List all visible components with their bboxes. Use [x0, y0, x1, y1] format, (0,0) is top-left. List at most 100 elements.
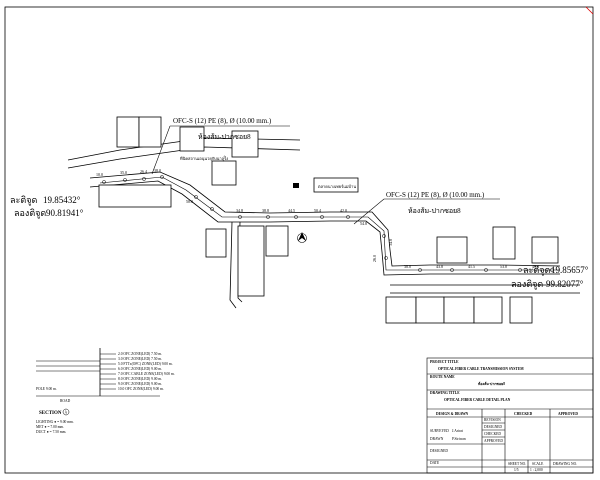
- segment-label: 41.5: [468, 264, 475, 269]
- place-label-building: ตลาดนางเทยร์แม่บ้าน: [318, 184, 356, 189]
- pole: [382, 234, 386, 238]
- pole: [518, 268, 522, 272]
- building: [211, 160, 237, 186]
- building: [313, 177, 359, 193]
- segment-label: 53.0: [500, 264, 507, 269]
- roads: [67, 137, 580, 309]
- tb-route-name: ห้องส้ม-ปากซอย8: [478, 381, 505, 386]
- tb-rev-label: CHECKED: [484, 432, 501, 436]
- pole: [238, 215, 242, 219]
- building: [265, 225, 289, 257]
- building: [492, 226, 516, 260]
- building: [237, 225, 265, 297]
- tb-route-name-label: ROUTE NAME: [430, 375, 455, 379]
- pole: [320, 215, 324, 219]
- pole: [484, 268, 488, 272]
- section-mid-label: POLE 9.00 m.: [36, 387, 57, 391]
- section-marker-circle: [62, 408, 70, 416]
- building: [179, 126, 205, 152]
- pole: [160, 175, 164, 179]
- poles: [102, 175, 554, 272]
- tb-sheet-label: SHEET NO.: [508, 462, 526, 466]
- place-label-upper-road: ทีนิคสถานเอนุนวยุกับนาลูร์ิง: [180, 155, 229, 162]
- building: [473, 296, 503, 324]
- cable-route: [99, 176, 560, 271]
- tb-surveyed-value: J.Arirat: [452, 429, 463, 433]
- road-side-edge-a: [229, 221, 237, 309]
- section-callout: 2.0 OFC ZONE(LED) 7.50 m.: [118, 352, 162, 356]
- tb-project-title: OPTICAL FIBER CABLE TRANSMISSION SYSTEM: [438, 367, 524, 371]
- tb-row-drawn: DRAWN: [430, 437, 444, 441]
- segment-label: 50.0: [186, 199, 193, 204]
- coord-right-lat-value: 19.85657°: [551, 265, 589, 275]
- building: [443, 296, 475, 324]
- tb-scale-value: 1 : 2,000: [530, 468, 543, 473]
- tb-rev-label: APPROVED: [484, 439, 503, 443]
- tb-drawn-value: P.Siriwan: [452, 437, 466, 441]
- tb-col-approved: APPROVED: [558, 412, 578, 416]
- tb-col-checked: CHECKED: [514, 412, 533, 416]
- coord-right-lon-label: ลองติจูด: [511, 279, 543, 290]
- tb-rev-label: DESIGNED: [484, 425, 502, 429]
- tb-drawing-title-label: DRAWING TITLE: [430, 391, 460, 395]
- section-row: LIGHTING ● = 9.00 mm.: [36, 420, 74, 424]
- segment-label: 44.5: [288, 208, 295, 213]
- coordinates-left: ละติจูด 19.85432° ลองติจูด 90.81941°: [10, 195, 84, 219]
- drawing-frame: [4, 6, 594, 474]
- tb-row-surveyed: SURVEYED: [430, 429, 449, 433]
- pole: [450, 268, 454, 272]
- segment-labels: 10.0 35.0 26.4 38.0 50.0 34.8 38.8 44.5 …: [96, 168, 539, 269]
- north-arrow-icon: [297, 232, 307, 243]
- tb-drawing-title: OPTICAL FIBER CABLE DETAIL PLAN: [444, 398, 511, 402]
- tb-row-designed: DESIGNED: [430, 449, 448, 453]
- pole: [142, 177, 146, 181]
- segment-label: 42.0: [340, 208, 347, 213]
- pole: [102, 180, 106, 184]
- segment-label: 50.4: [314, 208, 321, 213]
- callout-right: OFC-S (12) PE (8), Ø (10.00 mm.) ห้องส้ม…: [353, 191, 500, 225]
- section-callout: 9.0 OFC ZONE(LED) 9.00 m.: [118, 382, 162, 386]
- building: [385, 296, 417, 324]
- tb-row-date: DATE: [430, 461, 440, 465]
- pole: [266, 215, 270, 219]
- section-row: MET ● = 7.00 mm.: [36, 425, 64, 429]
- coordinates-right: ละติจูด 19.85657° ลองติจูด 99.82077°: [511, 265, 589, 290]
- pole: [210, 207, 214, 211]
- arrow-box: [293, 183, 299, 188]
- section-callout: 6.0 OFC ZONE(LED) 9.00 m.: [118, 367, 162, 371]
- tb-rev-label: REVISION: [484, 418, 501, 422]
- coord-right-lon-value: 99.82077°: [546, 279, 584, 289]
- road-main-edge-a: [89, 171, 561, 267]
- title-block: PROJECT TITLE OPTICAL FIBER CABLE TRANSM…: [426, 357, 594, 474]
- section-callout: 8.0 OFC ZONE(LED) 9.00 m.: [118, 377, 162, 381]
- segment-label: 38.8: [262, 208, 269, 213]
- segment-label: 34.8: [236, 208, 243, 213]
- segment-label: 34.8: [388, 239, 393, 246]
- tb-sheet-value: 1/5: [514, 468, 519, 472]
- title-block-frame: [426, 357, 594, 474]
- callout-right-route: ห้องส้ม-ปากซอย8: [408, 207, 461, 215]
- section-base-label: ROAD: [60, 399, 71, 403]
- buildings: [98, 116, 559, 324]
- callout-upper-route: ห้องส้ม-ปากซอย8: [198, 133, 251, 141]
- building: [436, 236, 468, 264]
- building: [98, 184, 172, 208]
- building: [231, 130, 259, 158]
- segment-label: 38.0: [404, 264, 411, 269]
- section-marker: A: [65, 411, 68, 415]
- segment-label: 35.0: [120, 170, 127, 175]
- coord-right-lat-label: ละติจูด: [523, 265, 550, 276]
- segment-label: 45.0: [532, 264, 539, 269]
- coord-left-lon-label: ลองติจูด: [14, 208, 46, 219]
- section-callout: 5.0 FTTx(OFC) ZONE(LED) 9.00 m.: [118, 362, 173, 366]
- building: [138, 116, 162, 148]
- segment-label: 38.0: [154, 168, 161, 173]
- segment-label: 54.8: [360, 221, 367, 226]
- pole: [194, 195, 198, 199]
- section-callout: 3.0 OFC ZONE(LED) 7.50 m.: [118, 357, 162, 361]
- pole: [418, 268, 422, 272]
- tb-scale-label: SCALE: [532, 462, 544, 466]
- coord-left-lat-label: ละติจูด: [10, 195, 37, 206]
- tb-col-design: DESIGN & DRAWN: [436, 412, 469, 416]
